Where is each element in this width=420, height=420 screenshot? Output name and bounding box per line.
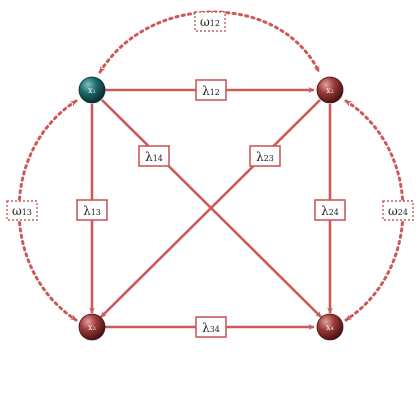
svg-text:λ13: λ13 (83, 204, 101, 218)
dotted-edges (17, 10, 405, 322)
edge-labels: λ12 λ13 λ14 λ23 λ24 λ34 (76, 79, 346, 338)
label-omega12: ω12 (194, 11, 226, 32)
nodes: x1 x2 x3 x4 (78, 76, 344, 341)
label-lambda12: λ12 (195, 79, 227, 101)
node-x3[interactable]: x3 (78, 313, 106, 341)
label-omega13: ω13 (6, 200, 38, 221)
svg-text:ω12: ω12 (200, 15, 220, 29)
svg-text:λ34: λ34 (202, 321, 220, 335)
svg-text:ω24: ω24 (388, 204, 408, 218)
edge-lambda23 (100, 99, 321, 318)
node-x4[interactable]: x4 (316, 313, 344, 341)
svg-text:x2: x2 (326, 86, 334, 95)
svg-text:x4: x4 (326, 323, 334, 332)
solid-edges (89, 87, 333, 330)
svg-text:λ23: λ23 (256, 150, 274, 164)
svg-text:λ12: λ12 (202, 84, 220, 98)
label-lambda13: λ13 (76, 199, 108, 221)
label-lambda24: λ24 (314, 199, 346, 221)
node-x2[interactable]: x2 (316, 76, 344, 104)
svg-text:λ24: λ24 (321, 204, 339, 218)
label-omega24: ω24 (382, 200, 414, 221)
svg-text:ω13: ω13 (12, 204, 32, 218)
svg-text:λ14: λ14 (145, 150, 163, 164)
dotted-edge-labels: ω12 ω13 ω24 (6, 11, 414, 221)
label-lambda23: λ23 (249, 145, 281, 167)
node-x1[interactable]: x1 (78, 76, 106, 104)
svg-text:x3: x3 (88, 323, 96, 332)
label-lambda14: λ14 (138, 145, 170, 167)
label-lambda34: λ34 (195, 316, 227, 338)
svg-text:x1: x1 (88, 86, 96, 95)
